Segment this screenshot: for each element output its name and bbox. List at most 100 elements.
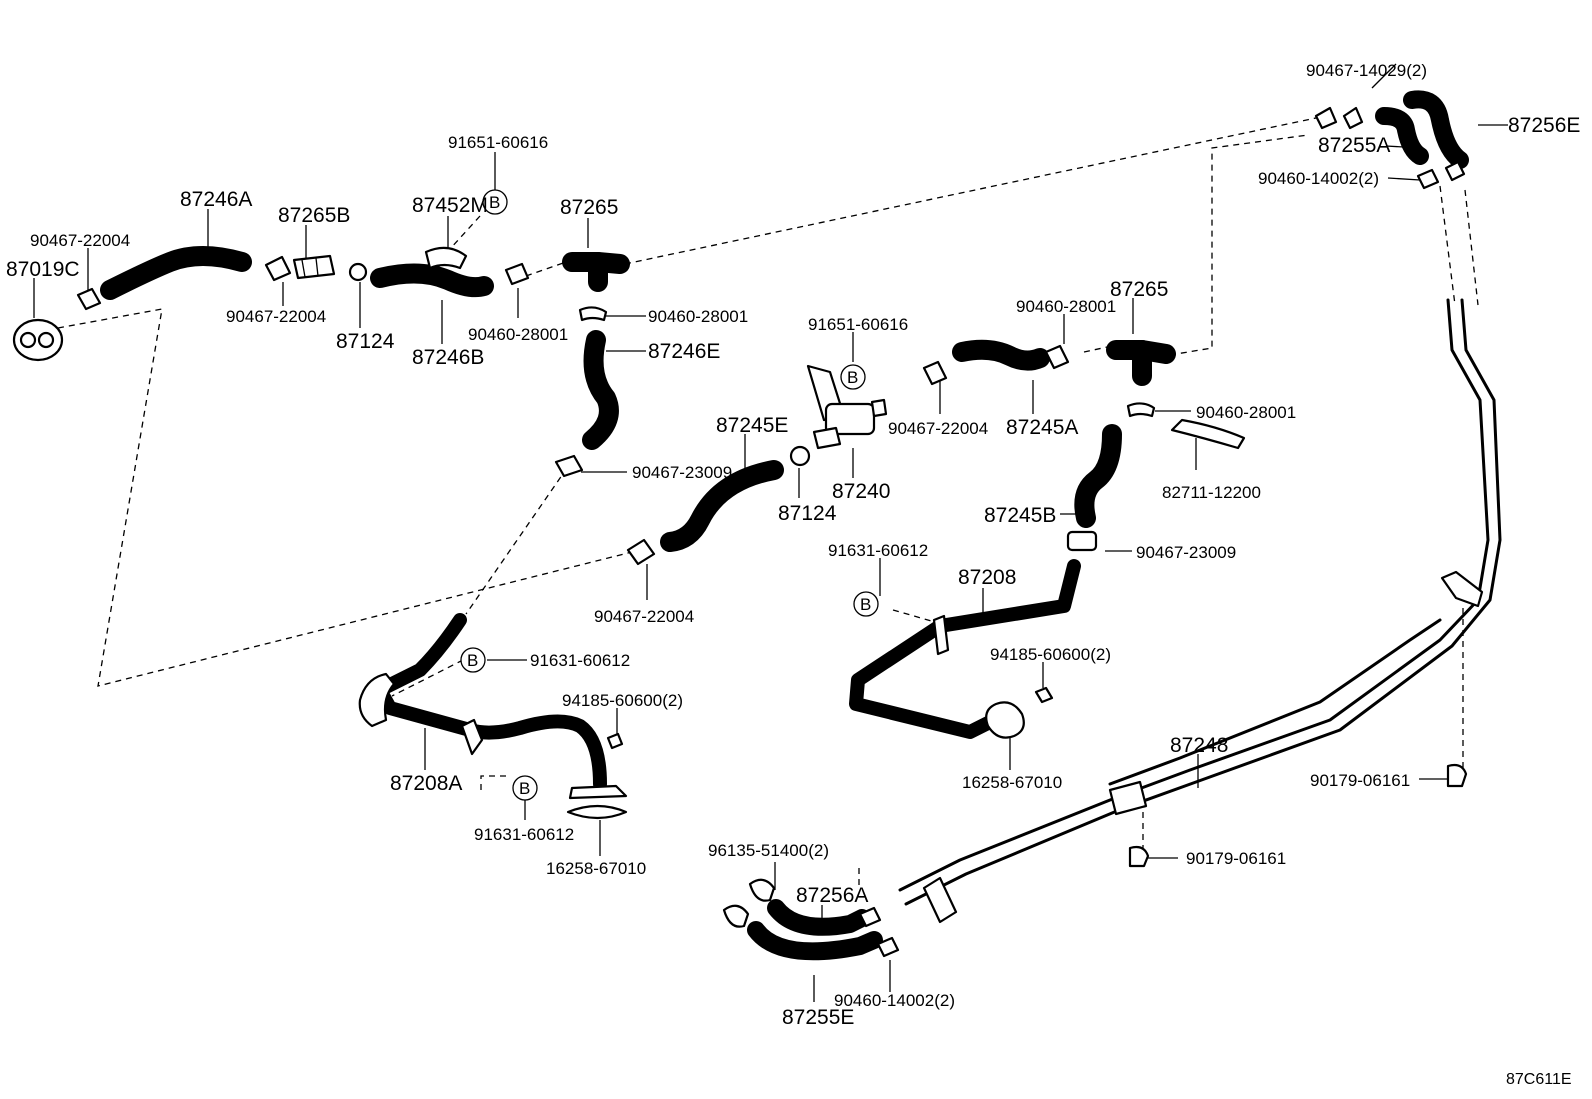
label-87124-mid: 87124 xyxy=(778,502,837,525)
bracket-87248-upper xyxy=(1440,570,1484,608)
label-87452M: 87452M xyxy=(412,194,488,217)
dashed-guide-lines xyxy=(57,114,1479,890)
valve-87240 xyxy=(806,364,888,450)
callout-b-top: B xyxy=(482,189,508,215)
clip-90460-14002-bottom-b xyxy=(876,936,900,958)
bracket-87248-mid xyxy=(1108,780,1148,816)
connector-87265B xyxy=(292,254,336,280)
label-87208A: 87208A xyxy=(390,772,462,795)
label-87256A: 87256A xyxy=(796,884,868,907)
part-labels: 90467-14029(2) 87256E 87255A 90460-14002… xyxy=(6,61,1580,1088)
callout-b-87208A-bottom: B xyxy=(512,775,538,801)
diagram-ref-code: 87C611E xyxy=(1506,1071,1572,1088)
clip-90460-14002-bottom-a xyxy=(858,906,882,928)
hose-87246A xyxy=(100,246,252,300)
leader-lines xyxy=(33,63,1508,1002)
clip-90467-22004-mid xyxy=(264,255,292,282)
hose-87255E xyxy=(747,921,883,961)
clamp-87124-top xyxy=(348,262,368,282)
label-90460-28001-a: 90460-28001 xyxy=(648,307,748,326)
clip-90460-28001-c xyxy=(1044,344,1070,370)
gasket-16258-67010-left xyxy=(566,804,628,820)
label-87246B: 87246B xyxy=(412,346,484,369)
label-87245E: 87245E xyxy=(716,414,788,437)
clip-90467-22004-right xyxy=(922,360,948,386)
callout-b-valve: B xyxy=(840,364,866,390)
flange-87208A-outlet xyxy=(568,784,628,800)
pipe-87208 xyxy=(849,559,1081,739)
plug-96135-51400-a xyxy=(748,878,776,902)
clip-90467-14029-a xyxy=(1314,106,1338,130)
label-90460-14002-2-top: 90460-14002(2) xyxy=(1258,169,1379,188)
pipe-87248 xyxy=(898,298,1502,906)
label-91631-60612-top: 91631-60612 xyxy=(828,541,928,560)
svg-text:B: B xyxy=(847,368,858,387)
callout-b-87208: B xyxy=(853,591,879,617)
label-82711-12200: 82711-12200 xyxy=(1162,483,1261,502)
label-87245A: 87245A xyxy=(1006,416,1078,439)
hose-87245E xyxy=(660,460,784,552)
hose-87255A xyxy=(1375,107,1429,165)
label-90179-06161-right: 90179-06161 xyxy=(1310,771,1410,790)
label-91651-60616-mid: 91651-60616 xyxy=(808,315,908,334)
svg-text:B: B xyxy=(467,651,478,670)
svg-text:B: B xyxy=(860,595,871,614)
clip-90467-23009-right xyxy=(1066,530,1098,552)
label-90460-28001-c: 90460-28001 xyxy=(1016,297,1116,316)
svg-text:B: B xyxy=(489,193,500,212)
label-16258-67010-left: 16258-67010 xyxy=(546,859,646,878)
label-87246E: 87246E xyxy=(648,340,720,363)
nut-90179-06161-right xyxy=(1446,763,1468,788)
label-90460-28001-d: 90460-28001 xyxy=(1196,403,1296,422)
clip-90460-28001-a xyxy=(504,262,530,286)
label-91631-60612-left: 91631-60612 xyxy=(530,651,630,670)
label-87246A: 87246A xyxy=(180,188,252,211)
callout-circles: B B B B B xyxy=(460,189,879,801)
label-87245B: 87245B xyxy=(984,504,1056,527)
elbow-87265-top xyxy=(562,252,630,292)
clip-90467-23009-left xyxy=(554,454,584,478)
label-94185-60600-2-left: 94185-60600(2) xyxy=(562,691,683,710)
hose-87256E xyxy=(1403,90,1469,169)
grommet-87019C xyxy=(12,318,64,362)
clamp-87124-mid xyxy=(789,445,811,467)
bracket-87452M xyxy=(424,246,468,270)
clip-90460-28001-d xyxy=(1126,402,1156,418)
clip-90460-14002-top-b xyxy=(1444,160,1466,182)
clip-90460-14002-top-a xyxy=(1416,168,1440,190)
label-91631-60612-bottom: 91631-60612 xyxy=(474,825,574,844)
label-87256E: 87256E xyxy=(1508,114,1580,137)
label-87240: 87240 xyxy=(832,480,890,503)
label-91651-60616-top: 91651-60616 xyxy=(448,133,548,152)
label-90467-23009-right: 90467-23009 xyxy=(1136,543,1236,562)
hose-87245A xyxy=(952,339,1050,371)
clip-90467-22004-bottom xyxy=(626,538,656,566)
svg-text:B: B xyxy=(519,779,530,798)
label-87248: 87248 xyxy=(1170,734,1228,757)
hose-87246E xyxy=(582,330,619,450)
clamp-82711-12200 xyxy=(1170,418,1246,450)
hose-87246B xyxy=(370,263,494,298)
nut-94185-60600-right xyxy=(1034,686,1054,704)
bracket-87208 xyxy=(932,614,950,656)
label-90467-23009-left: 90467-23009 xyxy=(632,463,732,482)
label-90467-22004-right: 90467-22004 xyxy=(888,419,988,438)
label-94185-60600-2-right: 94185-60600(2) xyxy=(990,645,1111,664)
label-87265B: 87265B xyxy=(278,204,350,227)
bracket-87248-lower xyxy=(922,876,958,924)
label-90467-22004-bottom: 90467-22004 xyxy=(594,607,694,626)
hose-87245B xyxy=(1074,424,1122,528)
label-87265-right: 87265 xyxy=(1110,278,1168,301)
parts xyxy=(12,90,1502,961)
nut-94185-60600-left xyxy=(606,732,624,750)
label-90460-14002-2-bottom: 90460-14002(2) xyxy=(834,991,955,1010)
clip-90467-14029-b xyxy=(1342,106,1364,130)
clip-90460-28001-b xyxy=(578,306,608,322)
nut-90179-06161-mid xyxy=(1128,845,1150,868)
clip-90467-22004-left xyxy=(76,287,102,311)
label-87124-top: 87124 xyxy=(336,330,395,353)
label-90467-14029-2: 90467-14029(2) xyxy=(1306,61,1427,80)
label-90460-28001-b: 90460-28001 xyxy=(468,325,568,344)
label-90467-22004-left: 90467-22004 xyxy=(30,231,130,250)
